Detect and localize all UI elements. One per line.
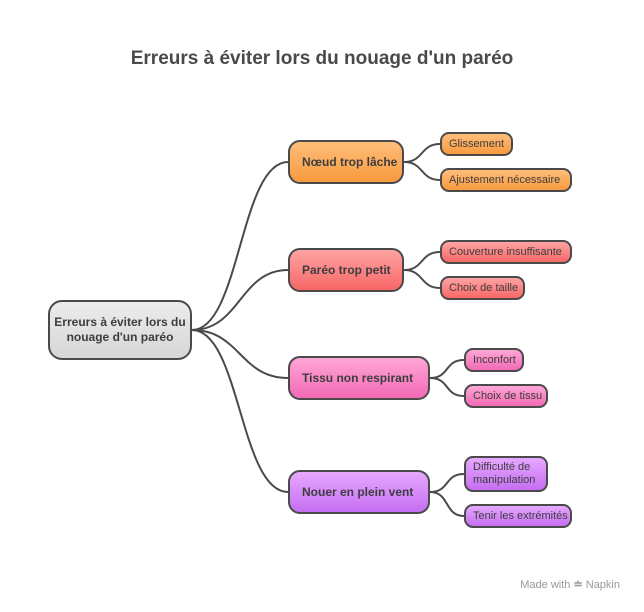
- connector: [191, 269, 289, 331]
- leaf-node: Inconfort: [464, 348, 524, 372]
- leaf-node: Choix de taille: [440, 276, 525, 300]
- leaf-node: Glissement: [440, 132, 513, 156]
- connector: [403, 269, 441, 289]
- made-with-napkin: Made with ≐ Napkin: [520, 578, 620, 591]
- branch-node: Nouer en plein vent: [288, 470, 430, 514]
- leaf-node: Difficulté de manipulation: [464, 456, 548, 492]
- connector: [403, 161, 441, 181]
- leaf-node: Tenir les extrémités: [464, 504, 572, 528]
- napkin-logo-icon: ≐: [573, 579, 583, 591]
- napkin-brand: Napkin: [585, 579, 620, 591]
- connector: [429, 491, 465, 517]
- branch-node: Tissu non respirant: [288, 356, 430, 400]
- connector: [403, 251, 441, 271]
- leaf-node: Couverture insuffisante: [440, 240, 572, 264]
- connector: [429, 473, 465, 493]
- branch-node: Paréo trop petit: [288, 248, 404, 292]
- leaf-node: Ajustement nécessaire: [440, 168, 572, 192]
- connector: [429, 377, 465, 397]
- diagram-title: Erreurs à éviter lors du nouage d'un par…: [130, 48, 514, 69]
- made-with-label: Made with: [520, 579, 571, 591]
- connector: [191, 329, 289, 493]
- connector: [191, 161, 289, 331]
- connector: [429, 359, 465, 379]
- branch-node: Nœud trop lâche: [288, 140, 404, 184]
- leaf-node: Choix de tissu: [464, 384, 548, 408]
- connector: [191, 329, 289, 379]
- root-node: Erreurs à éviter lors du nouage d'un par…: [48, 300, 192, 360]
- connector: [403, 143, 441, 163]
